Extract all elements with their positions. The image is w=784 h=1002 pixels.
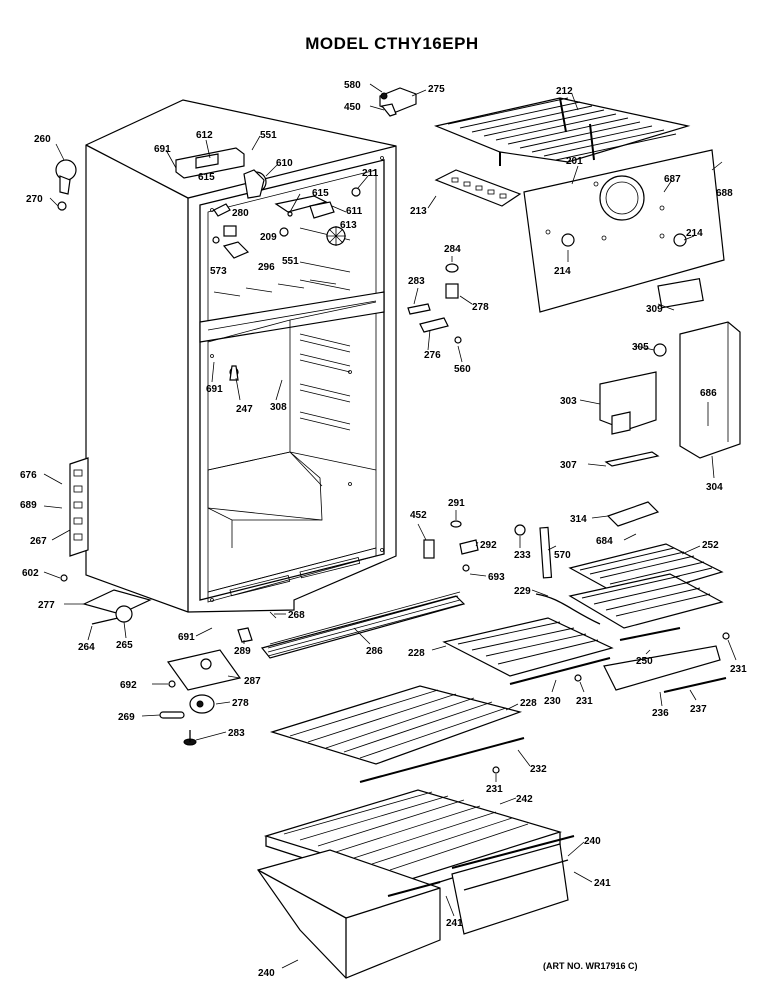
leader-lines: [43, 83, 737, 969]
callout-570: 570: [554, 550, 571, 561]
callout-275: 275: [428, 84, 445, 95]
callout-276: 276: [424, 350, 441, 361]
callout-211: 211: [362, 168, 379, 179]
callout-287: 287: [244, 676, 261, 687]
callout-212: 212: [556, 86, 573, 97]
callout-684: 684: [596, 536, 613, 547]
callout-268: 268: [288, 610, 305, 621]
callout-231-c: 231: [486, 784, 503, 795]
callout-551-bottom: 551: [282, 256, 299, 267]
callout-296: 296: [258, 262, 275, 273]
top-parts: [379, 87, 725, 313]
callout-692: 692: [120, 680, 137, 691]
callout-277: 277: [38, 600, 55, 611]
cabinet: [85, 99, 397, 613]
callout-269: 269: [118, 712, 135, 723]
callout-240-left: 240: [258, 968, 275, 979]
callout-260: 260: [34, 134, 51, 145]
callout-264: 264: [78, 642, 95, 653]
callout-252: 252: [702, 540, 719, 551]
callout-689: 689: [20, 500, 37, 511]
callout-278-a: 278: [472, 302, 489, 313]
shelves-right: [442, 543, 730, 693]
callout-280: 280: [232, 208, 249, 219]
callout-602: 602: [22, 568, 39, 579]
callout-314: 314: [570, 514, 587, 525]
callout-304: 304: [706, 482, 723, 493]
freezer-components: [175, 147, 361, 381]
callout-686: 686: [700, 388, 717, 399]
callout-560: 560: [454, 364, 471, 375]
callout-452: 452: [410, 510, 427, 521]
callout-201: 201: [566, 156, 583, 167]
callout-283-a: 283: [408, 276, 425, 287]
bottom-shelves: [257, 685, 575, 979]
callout-613: 613: [340, 220, 357, 231]
callout-289: 289: [234, 646, 251, 657]
callout-303: 303: [560, 396, 577, 407]
callout-242: 242: [516, 794, 533, 805]
callout-250: 250: [636, 656, 653, 667]
callout-278-b: 278: [232, 698, 249, 709]
callout-551-top: 551: [260, 130, 277, 141]
callout-233: 233: [514, 550, 531, 561]
callout-240-right: 240: [584, 836, 601, 847]
callout-308: 308: [270, 402, 287, 413]
callout-231-a: 231: [730, 664, 747, 675]
callout-615-a: 615: [198, 172, 215, 183]
callout-283-b: 283: [228, 728, 245, 739]
callout-213: 213: [410, 206, 427, 217]
callout-580: 580: [344, 80, 361, 91]
callout-241-right: 241: [594, 878, 611, 889]
callout-611: 611: [346, 206, 363, 217]
callout-267: 267: [30, 536, 47, 547]
callout-232: 232: [530, 764, 547, 775]
callout-291: 291: [448, 498, 465, 509]
callout-687: 687: [664, 174, 681, 185]
callout-labels: 580 275 450 212 260 270 612 551 691 610 …: [20, 80, 747, 979]
callout-573: 573: [210, 266, 227, 277]
callout-612: 612: [196, 130, 213, 141]
callout-209: 209: [260, 232, 277, 243]
callout-270: 270: [26, 194, 43, 205]
callout-615-b: 615: [312, 188, 329, 199]
callout-691-mid: 691: [206, 384, 223, 395]
callout-284: 284: [444, 244, 461, 255]
callout-691-bottom: 691: [178, 632, 195, 643]
callout-610: 610: [276, 158, 293, 169]
model-title: MODEL CTHY16EPH: [305, 34, 479, 53]
callout-214-a: 214: [686, 228, 703, 239]
callout-307: 307: [560, 460, 577, 471]
callout-237: 237: [690, 704, 707, 715]
art-number: (ART NO. WR17916 C): [543, 961, 638, 971]
callout-228-low: 228: [520, 698, 537, 709]
callout-214-b: 214: [554, 266, 571, 277]
callout-231-b: 231: [576, 696, 593, 707]
callout-292: 292: [480, 540, 497, 551]
callout-229: 229: [514, 586, 531, 597]
left-parts: [55, 159, 466, 746]
callout-688: 688: [716, 188, 733, 199]
callout-247: 247: [236, 404, 253, 415]
callout-228-mid: 228: [408, 648, 425, 659]
callout-230: 230: [544, 696, 561, 707]
middle-parts: [407, 263, 741, 579]
callout-265: 265: [116, 640, 133, 651]
callout-236: 236: [652, 708, 669, 719]
callout-305: 305: [632, 342, 649, 353]
callout-691-top: 691: [154, 144, 171, 155]
callout-309: 309: [646, 304, 663, 315]
callout-450: 450: [344, 102, 361, 113]
callout-241-center: 241: [446, 918, 463, 929]
callout-286: 286: [366, 646, 383, 657]
callout-676: 676: [20, 470, 37, 481]
callout-693: 693: [488, 572, 505, 583]
